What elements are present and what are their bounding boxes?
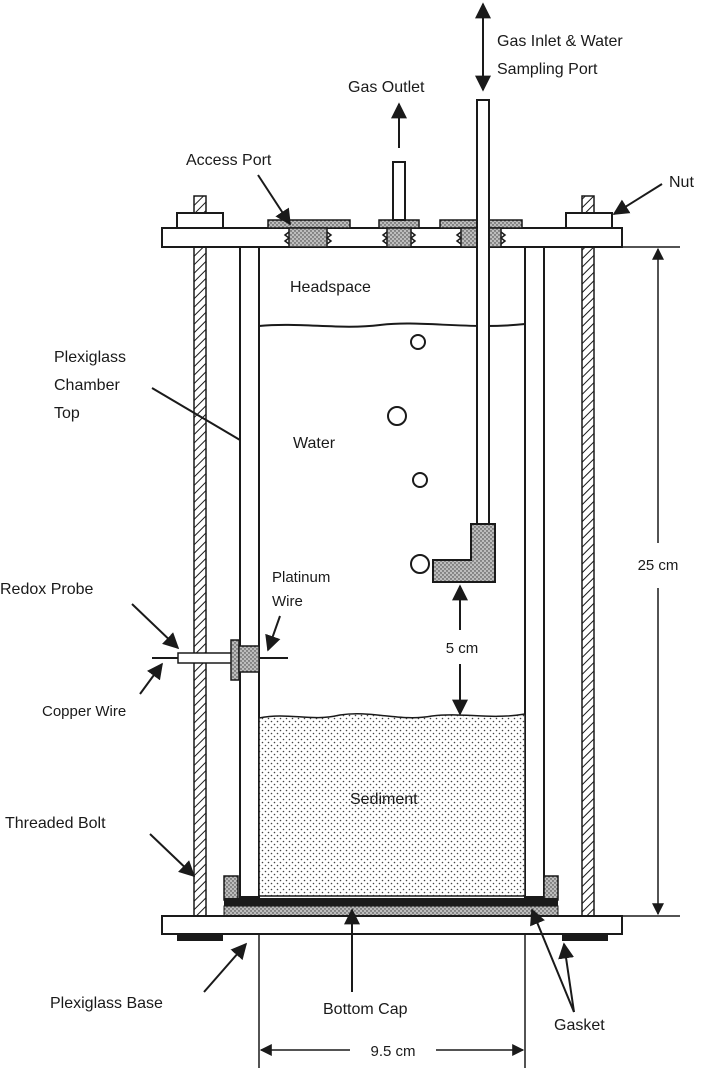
threaded-bolt-left	[193, 195, 207, 937]
label-platinum-line2: Wire	[272, 593, 303, 610]
access-port-left	[267, 219, 351, 248]
label-sediment: Sediment	[350, 791, 418, 808]
bubble-1	[410, 334, 426, 350]
gas-outlet-tube	[392, 161, 406, 221]
leader-platinum-wire	[265, 615, 281, 652]
label-plexiglass-top-line1: Plexiglass	[54, 349, 126, 366]
label-bottom-cap: Bottom Cap	[323, 1001, 408, 1018]
sediment-fill	[258, 713, 526, 897]
leader-nut	[612, 183, 663, 215]
leader-plexiglass-base	[203, 942, 248, 993]
gasket-strip	[223, 905, 559, 917]
gas-inlet-diffuser	[432, 523, 496, 583]
dim-9-5cm-label: 9.5 cm	[370, 1043, 415, 1060]
base-plate	[161, 915, 623, 935]
leader-gasket-1	[530, 908, 575, 1013]
threaded-bolt-right	[581, 195, 595, 937]
leader-redox-probe	[131, 603, 180, 650]
bottom-nut-left	[177, 934, 223, 941]
gas-inlet-tube	[476, 99, 490, 525]
nut-right	[565, 212, 613, 229]
label-access-port: Access Port	[186, 152, 272, 169]
bottom-cap-right-stub	[543, 875, 559, 901]
bubble-4	[410, 554, 430, 574]
leader-threaded-bolt	[149, 833, 196, 878]
leader-copper-wire	[139, 662, 163, 695]
label-gas-inlet-line1: Gas Inlet & Water	[497, 33, 623, 50]
leader-plexiglass-top	[151, 387, 241, 441]
label-gas-inlet-line2: Sampling Port	[497, 61, 598, 78]
label-water: Water	[293, 435, 336, 452]
leader-access-port	[257, 174, 291, 226]
nut-left	[176, 212, 224, 229]
label-headspace: Headspace	[290, 279, 371, 296]
label-gas-outlet: Gas Outlet	[348, 79, 425, 96]
bubble-2	[387, 406, 407, 426]
gas-outlet-port	[378, 219, 420, 248]
label-plexiglass-top-line3: Top	[54, 405, 80, 422]
label-threaded-bolt: Threaded Bolt	[5, 815, 106, 832]
leader-gasket-2	[558, 942, 575, 1013]
label-gasket: Gasket	[554, 1017, 605, 1034]
label-redox-probe: Redox Probe	[0, 581, 93, 598]
dim-5cm-label: 5 cm	[446, 640, 479, 657]
label-plexiglass-top-line2: Chamber	[54, 377, 120, 394]
label-copper-wire: Copper Wire	[42, 703, 126, 720]
redox-probe	[152, 639, 288, 681]
label-platinum-line1: Platinum	[272, 569, 330, 586]
outer-wall-right	[524, 246, 545, 898]
bottom-nut-right	[562, 934, 608, 941]
bubble-3	[412, 472, 428, 488]
bottom-cap	[224, 898, 558, 906]
label-plexiglass-base: Plexiglass Base	[50, 995, 163, 1012]
label-nut: Nut	[669, 174, 694, 191]
outer-wall-left	[239, 246, 260, 898]
bottom-cap-left-stub	[223, 875, 239, 901]
dim-25cm-label: 25 cm	[638, 557, 679, 574]
